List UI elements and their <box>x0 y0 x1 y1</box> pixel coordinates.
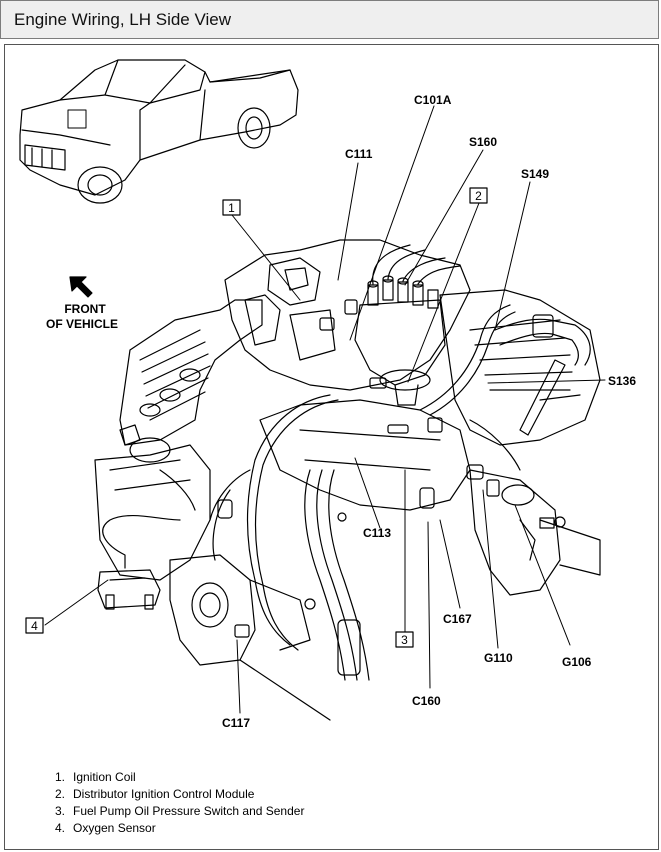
callout-c117: C117 <box>222 716 250 730</box>
c113-connector <box>387 424 409 434</box>
callout-c111: C111 <box>345 147 373 161</box>
front-label-line2: OF VEHICLE <box>46 317 118 331</box>
front-arrow-icon <box>69 276 93 298</box>
ref-box-2-label: 2 <box>475 189 482 203</box>
legend-item: 3. Fuel Pump Oil Pressure Switch and Send… <box>55 803 304 820</box>
legend-label: Ignition Coil <box>73 770 136 784</box>
callout-s160: S160 <box>469 135 497 149</box>
page-header: Engine Wiring, LH Side View <box>0 0 659 39</box>
callout-g110: G110 <box>484 651 513 665</box>
callout-g106: G106 <box>562 655 592 669</box>
leader-lines <box>44 105 606 714</box>
callout-s149: S149 <box>521 167 549 181</box>
callout-c160: C160 <box>412 694 441 708</box>
legend-number: 3. <box>55 804 66 818</box>
ref-box-1 <box>222 199 241 216</box>
ref-box-2 <box>469 187 488 204</box>
legend-number: 4. <box>55 821 66 835</box>
legend-label: Fuel Pump Oil Pressure Switch and Sender <box>73 804 305 818</box>
page-title: Engine Wiring, LH Side View <box>14 10 232 29</box>
callout-c113: C113 <box>363 526 391 540</box>
diagram-frame <box>4 44 659 850</box>
legend-number: 2. <box>55 787 66 801</box>
legend-item: 1. Ignition Coil <box>55 769 304 786</box>
legend-label: Oxygen Sensor <box>73 821 156 835</box>
legend-item: 2. Distributor Ignition Control Module <box>55 786 304 803</box>
ref-box-3-label: 3 <box>401 633 408 647</box>
callout-s136: S136 <box>608 374 636 388</box>
truck-locator-illustration <box>19 59 299 204</box>
legend-item: 4. Oxygen Sensor <box>55 820 304 837</box>
component-legend: 1. Ignition Coil 2. Distributor Ignition C… <box>55 769 304 837</box>
ref-box-4 <box>25 617 44 634</box>
callout-c101a: C101A <box>414 93 452 107</box>
engine-illustration <box>94 239 601 721</box>
ref-box-3 <box>395 631 414 648</box>
ref-box-4-label: 4 <box>31 619 38 633</box>
front-label-line1: FRONT <box>64 302 106 316</box>
legend-number: 1. <box>55 770 66 784</box>
ref-box-1-label: 1 <box>228 201 235 215</box>
callout-c167: C167 <box>443 612 472 626</box>
legend-label: Distributor Ignition Control Module <box>73 787 255 801</box>
